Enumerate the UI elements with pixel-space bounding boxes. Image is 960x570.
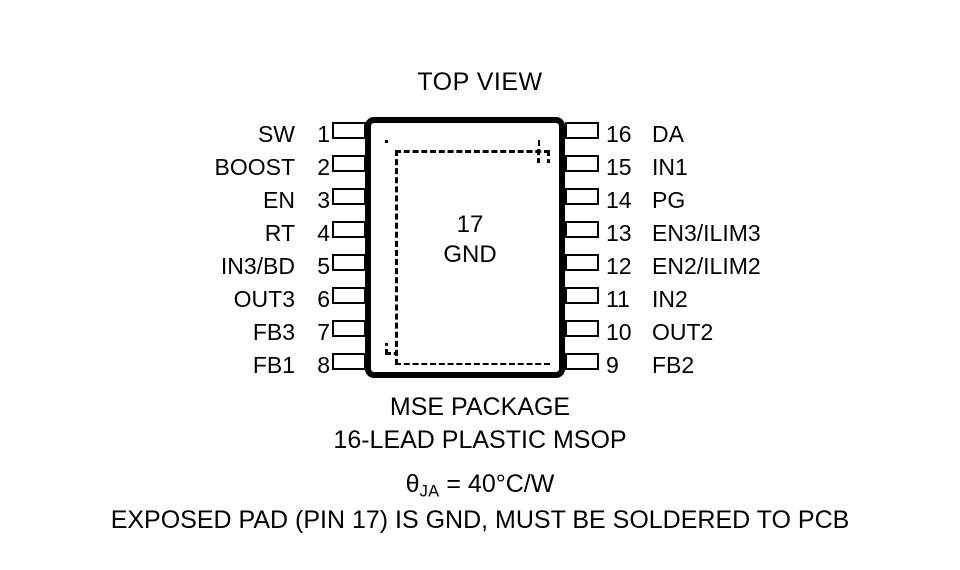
exposed-pad-mask-left [377, 143, 393, 343]
pin-label-sw: SW [257, 121, 295, 147]
lead-pin-16 [565, 122, 599, 139]
caption-package-type: 16-LEAD PLASTIC MSOP [333, 426, 627, 454]
pin-label-en3-ilim3: EN3/ILIM3 [652, 220, 761, 246]
caption-thermal-resistance: θJA = 40°C/W [0, 472, 960, 500]
lead-pin-1 [332, 122, 366, 139]
pin-number-7: 7 [317, 319, 330, 345]
pin-label-fb3: FB3 [252, 319, 295, 345]
pin-number-3: 3 [317, 187, 330, 213]
exposed-pad-mask-right [537, 163, 553, 363]
lead-pin-8 [332, 353, 366, 370]
pin-label-in1: IN1 [652, 154, 688, 180]
pin-label-in3-bd: IN3/BD [220, 253, 295, 279]
pin-number-16: 16 [606, 121, 632, 147]
lead-pin-14 [565, 188, 599, 205]
pin-label-en: EN [263, 187, 295, 213]
pin-number-1: 1 [317, 121, 330, 147]
pin-number-6: 6 [317, 286, 330, 312]
caption-exposed-pad-note: EXPOSED PAD (PIN 17) IS GND, MUST BE SOL… [110, 506, 850, 534]
pin-number-11: 11 [606, 286, 630, 312]
lead-pin-9 [565, 353, 599, 370]
pin-label-da: DA [652, 121, 684, 147]
view-title: TOP VIEW [417, 68, 543, 96]
exposed-pad-name: GND [443, 241, 497, 268]
lead-pin-5 [332, 254, 366, 271]
lead-pin-2 [332, 155, 366, 172]
lead-pin-10 [565, 320, 599, 337]
lead-pin-4 [332, 221, 366, 238]
pin-label-fb1: FB1 [252, 352, 295, 378]
exposed-pad-label: 17 GND [385, 210, 555, 270]
exposed-pad-mask-top [388, 132, 538, 148]
pin-label-rt: RT [264, 220, 295, 246]
lead-pin-7 [332, 320, 366, 337]
exposed-pad-mask-bottom [398, 347, 548, 363]
pin-number-13: 13 [606, 220, 632, 246]
pin-label-boost: BOOST [214, 154, 295, 180]
package-body-outline [365, 117, 565, 378]
theta-subscript: JA [419, 482, 440, 501]
caption-package-name: MSE PACKAGE [389, 393, 571, 421]
lead-pin-3 [332, 188, 366, 205]
pin-number-2: 2 [317, 154, 330, 180]
pin-number-15: 15 [606, 154, 632, 180]
pin-number-14: 14 [606, 187, 632, 213]
theta-symbol: θ [405, 470, 420, 498]
theta-value: = 40°C/W [439, 470, 555, 498]
pin-label-in2: IN2 [652, 286, 688, 312]
pin-label-out3: OUT3 [233, 286, 295, 312]
pin-number-9: 9 [606, 352, 619, 378]
pin-number-5: 5 [317, 253, 330, 279]
pin-label-out2: OUT2 [652, 319, 714, 345]
pin-label-pg: PG [652, 187, 686, 213]
pin-number-10: 10 [606, 319, 632, 345]
lead-pin-6 [332, 287, 366, 304]
pin-label-fb2: FB2 [652, 352, 695, 378]
lead-pin-12 [565, 254, 599, 271]
lead-pin-13 [565, 221, 599, 238]
pin-number-8: 8 [317, 352, 330, 378]
lead-pin-11 [565, 287, 599, 304]
pin-number-4: 4 [317, 220, 330, 246]
pin-label-en2-ilim2: EN2/ILIM2 [652, 253, 761, 279]
pin-number-12: 12 [606, 253, 632, 279]
exposed-pad-number: 17 [456, 211, 484, 238]
lead-pin-15 [565, 155, 599, 172]
